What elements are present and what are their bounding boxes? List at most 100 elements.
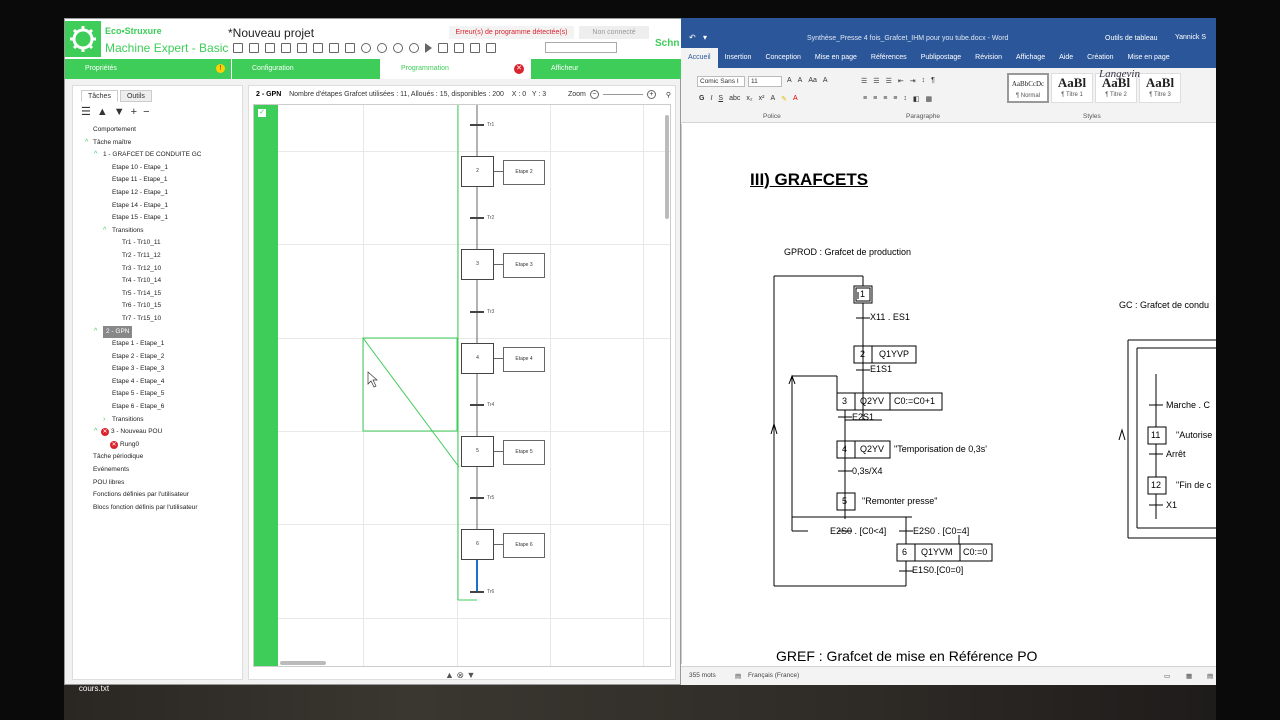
- tree-item[interactable]: Comportement: [93, 126, 136, 133]
- compass-icon[interactable]: ⊗: [456, 670, 464, 680]
- tree-item[interactable]: ✕Rung0: [110, 440, 140, 449]
- italic-icon[interactable]: I: [710, 95, 713, 102]
- tree-item[interactable]: POU libres: [93, 478, 125, 486]
- transition-tr2[interactable]: [470, 217, 484, 219]
- tree-item[interactable]: Etape 12 - Etape_1: [112, 188, 169, 196]
- justify-icon[interactable]: ≡: [893, 95, 898, 102]
- undo-icon[interactable]: ↶: [689, 33, 696, 42]
- strikethrough-icon[interactable]: abc: [729, 95, 741, 102]
- tree-item[interactable]: Etape 14 - Etape_1: [112, 201, 169, 209]
- clear-format-icon[interactable]: A: [822, 77, 828, 84]
- vertical-scrollbar[interactable]: [665, 115, 669, 219]
- bold-icon[interactable]: G: [699, 95, 705, 102]
- align-center-icon[interactable]: ≡: [873, 95, 878, 102]
- user-name[interactable]: Yannick S: [1175, 34, 1206, 41]
- check-icon[interactable]: [486, 43, 496, 53]
- tree-item[interactable]: Etape 5 - Etape_5: [112, 390, 165, 398]
- tree-item[interactable]: Tr5 - Tr14_15: [122, 289, 162, 297]
- undo-icon[interactable]: [361, 43, 371, 53]
- indent-icon[interactable]: ⇤: [897, 78, 904, 85]
- cut-icon[interactable]: [297, 43, 307, 53]
- print-layout-icon[interactable]: ▦: [1186, 673, 1193, 680]
- customize-icon[interactable]: ▾: [703, 33, 708, 42]
- tree-item[interactable]: Etape 2 - Etape_2: [112, 352, 165, 360]
- tree-item[interactable]: Tr6 - Tr10_15: [122, 302, 162, 310]
- menu-conception[interactable]: Conception: [765, 54, 801, 61]
- menu-insertion[interactable]: Insertion: [724, 54, 752, 61]
- numbering-icon[interactable]: ☰: [873, 78, 880, 85]
- tree-item[interactable]: ^Transitions: [73, 225, 243, 238]
- menu-affichage[interactable]: Affichage: [1016, 54, 1046, 61]
- redo-icon[interactable]: [377, 43, 387, 53]
- paste-icon[interactable]: [329, 43, 339, 53]
- transition-tr3[interactable]: [470, 311, 484, 313]
- highlight-icon[interactable]: ✎: [781, 96, 787, 103]
- style-titre-1[interactable]: AaBl¶ Titre 1: [1051, 73, 1093, 103]
- horizontal-scrollbar[interactable]: [280, 661, 326, 665]
- case-icon[interactable]: Aa: [808, 77, 817, 84]
- borders-icon[interactable]: ▦: [925, 96, 933, 103]
- move-up-icon[interactable]: ▲: [96, 106, 108, 118]
- menu-accueil[interactable]: Accueil: [681, 48, 718, 68]
- step-forward-icon[interactable]: [470, 43, 480, 53]
- tab-display[interactable]: Afficheur: [531, 59, 682, 79]
- align-right-icon[interactable]: ≡: [883, 95, 888, 102]
- step-back-icon[interactable]: [454, 43, 464, 53]
- delete-icon[interactable]: [345, 43, 355, 53]
- new-file-icon[interactable]: [233, 43, 243, 53]
- transition-tr6[interactable]: [470, 591, 484, 593]
- font-size-select[interactable]: 11: [748, 76, 782, 87]
- font-color-icon[interactable]: A: [792, 95, 798, 102]
- tree-item[interactable]: Tr7 - Tr15_10: [122, 314, 162, 322]
- remove-icon[interactable]: −: [143, 106, 150, 118]
- action-box[interactable]: Etape 3: [503, 253, 545, 278]
- menu-references[interactable]: Références: [870, 54, 907, 61]
- lock-icon[interactable]: ⚲: [665, 91, 672, 99]
- tab-properties[interactable]: Propriétés !: [65, 59, 232, 79]
- tree-item[interactable]: Blocs fonction définis par l'utilisateur: [93, 503, 198, 511]
- tab-programming[interactable]: Programmation ✕: [381, 59, 531, 79]
- error-status[interactable]: Erreur(s) de programme détectée(s): [449, 26, 574, 39]
- stop-icon[interactable]: [438, 43, 448, 53]
- scroll-down-icon[interactable]: ▼: [466, 670, 476, 680]
- step-box[interactable]: 6: [461, 529, 494, 560]
- zoom-in-icon[interactable]: +: [646, 90, 656, 99]
- menu-revision[interactable]: Révision: [975, 54, 1003, 61]
- grow-font-icon[interactable]: A: [787, 77, 792, 84]
- menu-mise-en-page-table[interactable]: Mise en page: [1127, 54, 1170, 61]
- style-titre-3[interactable]: AaBl¶ Titre 3: [1139, 73, 1181, 103]
- menu-mise-en-page[interactable]: Mise en page: [814, 54, 857, 61]
- tree-item[interactable]: Tr4 - Tr10_14: [122, 277, 162, 285]
- underline-icon[interactable]: S: [718, 95, 724, 102]
- list-icon[interactable]: ☰: [81, 106, 91, 118]
- move-down-icon[interactable]: ▼: [113, 106, 125, 118]
- tree-item[interactable]: Etape 11 - Etape_1: [112, 176, 168, 184]
- multilevel-icon[interactable]: ☰: [885, 78, 892, 85]
- save-icon[interactable]: [265, 43, 275, 53]
- document-page[interactable]: III) GRAFCETS GPROD : Grafcet de product…: [681, 124, 1217, 664]
- controller-select[interactable]: [545, 42, 617, 53]
- tree-item-selected[interactable]: ^2 - GPN: [73, 325, 243, 339]
- tree-item[interactable]: Tr1 - Tr10_11: [122, 239, 161, 247]
- action-box[interactable]: Etape 5: [503, 440, 545, 465]
- zoom-out-icon[interactable]: −: [589, 90, 599, 99]
- font-name-select[interactable]: Comic Sans I: [697, 76, 745, 87]
- bullets-icon[interactable]: ☰: [861, 78, 868, 85]
- read-mode-icon[interactable]: ▭: [1164, 673, 1171, 680]
- help-icon[interactable]: [409, 43, 419, 53]
- align-left-icon[interactable]: ≡: [863, 95, 868, 102]
- tree-item[interactable]: Etape 3 - Etape_3: [112, 365, 165, 373]
- add-icon[interactable]: +: [130, 106, 138, 118]
- grafcet-canvas[interactable]: ✓ Tr1 Tr2: [253, 104, 671, 667]
- style-normal[interactable]: AaBbCcDc¶ Normal: [1007, 73, 1049, 103]
- subscript-icon[interactable]: x₂: [746, 95, 753, 102]
- settings-icon[interactable]: [393, 43, 403, 53]
- proofing-icon[interactable]: ▤: [735, 673, 742, 680]
- tree-item[interactable]: Evénements: [93, 466, 130, 474]
- tree-item[interactable]: Etape 1 - Etape_1: [112, 340, 165, 348]
- style-titre-2[interactable]: AaBl¶ Titre 2: [1095, 73, 1137, 103]
- tree-item[interactable]: ›Transitions: [73, 414, 243, 427]
- run-icon[interactable]: [425, 43, 432, 53]
- web-layout-icon[interactable]: ▤: [1207, 673, 1214, 680]
- copy-icon[interactable]: [313, 43, 323, 53]
